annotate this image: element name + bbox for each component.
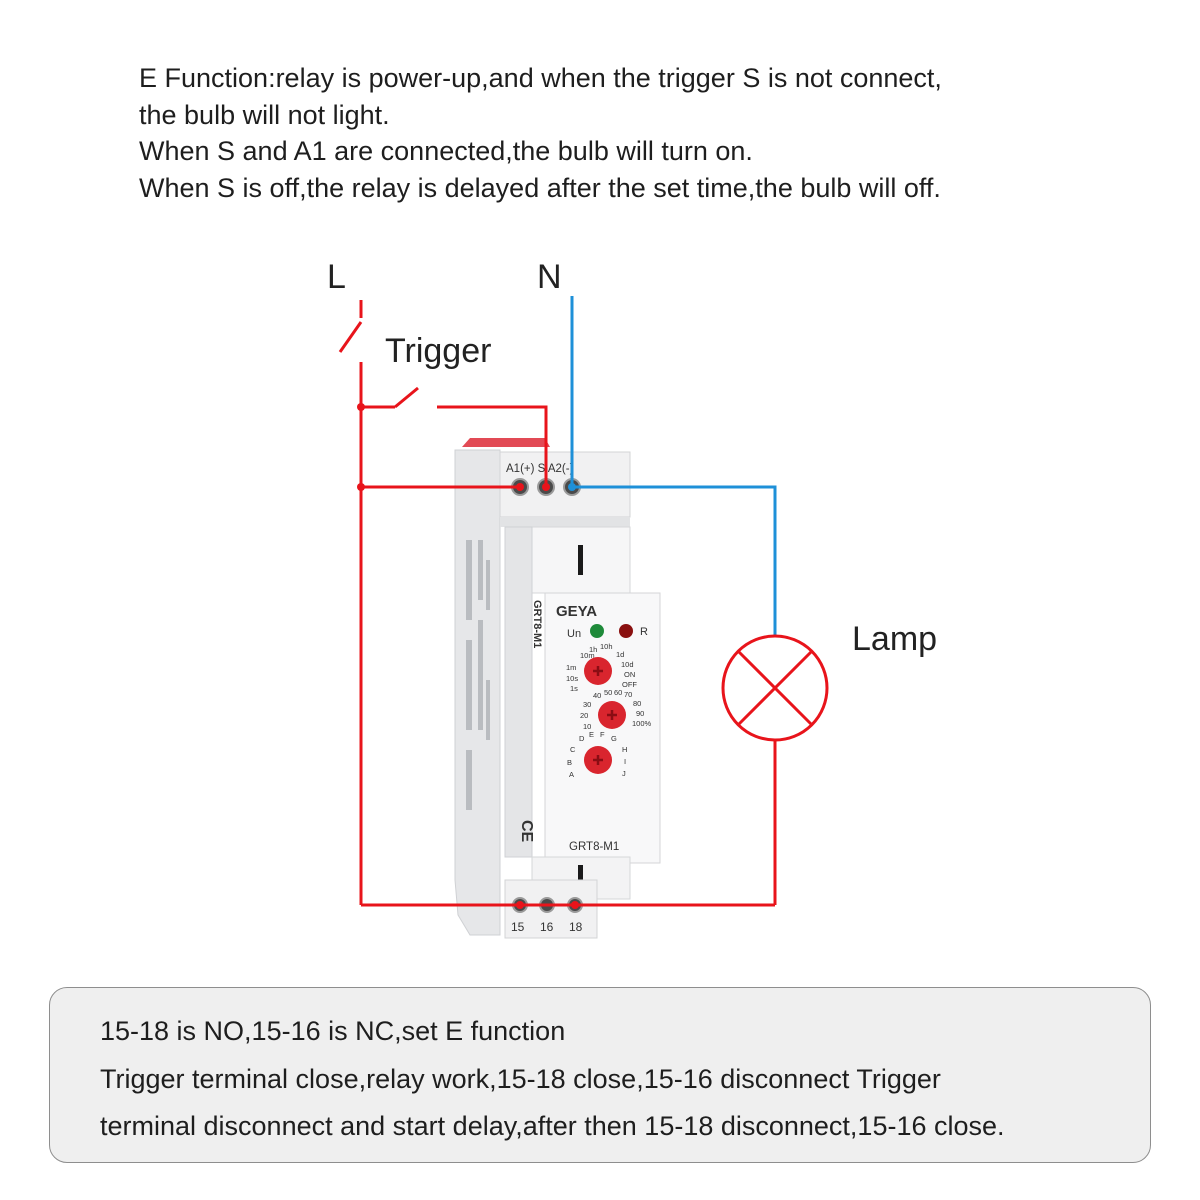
svg-text:ON: ON — [624, 670, 635, 679]
junction-dot — [357, 483, 365, 491]
svg-text:100%: 100% — [632, 719, 652, 728]
description-text: E Function:relay is power-up,and when th… — [139, 60, 1139, 206]
svg-text:I: I — [624, 757, 626, 766]
svg-text:GRT8-M1: GRT8-M1 — [531, 600, 543, 648]
svg-text:10: 10 — [583, 722, 591, 731]
description-line: E Function:relay is power-up,and when th… — [139, 63, 942, 93]
model-label: GRT8-M1 — [569, 841, 619, 853]
svg-text:10d: 10d — [621, 660, 634, 669]
device-mid-side — [504, 526, 533, 858]
device-side-print: GRT8-M1 — [531, 600, 543, 648]
svg-text:50: 50 — [604, 688, 612, 697]
device-side-panel — [454, 449, 501, 936]
device-shoulder — [500, 517, 630, 527]
side-panel-print — [466, 540, 490, 810]
lamp-label: Lamp — [852, 620, 937, 658]
note-line: 15-18 is NO,15-16 is NC,set E function — [100, 1016, 566, 1046]
description-line: When S and A1 are connected,the bulb wil… — [139, 136, 753, 166]
dial-slot-1 — [593, 666, 603, 676]
indicator-r-label: R — [640, 626, 648, 638]
svg-text:30: 30 — [583, 700, 591, 709]
top-terminals — [511, 478, 581, 496]
svg-text:A: A — [569, 770, 574, 779]
neutral-label: N — [537, 258, 562, 296]
svg-text:1d: 1d — [616, 650, 624, 659]
time-range-scale: 10m 1h 10h 1m 1d 10s 10d 1s ON OFF — [566, 642, 637, 693]
svg-text:B: B — [567, 758, 572, 767]
svg-text:20: 20 — [580, 711, 588, 720]
device-front-panel — [544, 592, 661, 864]
note-line: Trigger terminal close,relay work,15-18 … — [100, 1063, 941, 1094]
dial-slot-3 — [593, 755, 603, 765]
svg-text:CE: CE — [518, 820, 535, 843]
device-slot-bottom — [578, 865, 583, 887]
svg-text:E: E — [589, 730, 594, 739]
svg-text:10h: 10h — [600, 642, 613, 651]
description-line: When S is off,the relay is delayed after… — [139, 172, 941, 203]
svg-text:80: 80 — [633, 699, 641, 708]
live-label: L — [327, 258, 346, 296]
device-top-tab — [462, 438, 550, 447]
trigger-label: Trigger — [385, 332, 491, 370]
neutral-wiring — [570, 296, 777, 635]
svg-text:H: H — [622, 745, 627, 754]
svg-text:90: 90 — [636, 709, 644, 718]
description-line: the bulb will not light. — [139, 99, 390, 130]
brand-logo: GEYA — [556, 603, 597, 620]
relay-device: GEYA Un R 10m 1h 10h 1m 1d 10s 10d 1s ON… — [454, 438, 661, 939]
terminal-18-label: 18 — [569, 920, 583, 934]
svg-text:10m: 10m — [580, 651, 595, 660]
led-red — [619, 624, 633, 638]
percent-scale: 40 50 60 70 30 80 20 90 10 100% — [580, 688, 652, 731]
notes-text: 15-18 is NO,15-16 is NC,set E function T… — [100, 1008, 1160, 1151]
note-line: terminal disconnect and start delay,afte… — [100, 1111, 1005, 1141]
lamp-cross — [736, 649, 814, 727]
function-scale: D E F G C H B I A J — [567, 730, 627, 779]
indicator-un-label: Un — [567, 628, 581, 640]
svg-text:60: 60 — [614, 688, 622, 697]
svg-text:40: 40 — [593, 691, 601, 700]
junction-dot — [516, 901, 524, 909]
svg-text:70: 70 — [624, 690, 632, 699]
terminal-15-label: 15 — [511, 920, 525, 934]
svg-text:G: G — [611, 734, 617, 743]
top-terminal-labels: A1(+) S A2(-) — [506, 463, 574, 475]
terminal-16-label: 16 — [540, 920, 554, 934]
svg-text:1s: 1s — [570, 684, 578, 693]
svg-text:F: F — [600, 730, 605, 739]
device-slot-top — [578, 545, 583, 575]
junction-dot — [516, 483, 524, 491]
live-wiring — [338, 300, 777, 907]
svg-text:OFF: OFF — [622, 680, 637, 689]
led-green — [590, 624, 604, 638]
junction-dot — [571, 901, 579, 909]
svg-text:J: J — [622, 769, 626, 778]
lamp-symbol — [721, 634, 829, 742]
dial-slot-2 — [607, 710, 617, 720]
svg-text:1h: 1h — [589, 645, 597, 654]
junction-dot — [568, 483, 576, 491]
svg-text:C: C — [570, 745, 576, 754]
junction-dot — [542, 483, 550, 491]
svg-text:D: D — [579, 734, 585, 743]
svg-text:10s: 10s — [566, 674, 578, 683]
notes-box — [49, 987, 1151, 1163]
junction-dot — [357, 403, 365, 411]
lamp-circle — [721, 634, 829, 742]
ce-mark: CE — [518, 820, 535, 843]
svg-text:1m: 1m — [566, 663, 576, 672]
